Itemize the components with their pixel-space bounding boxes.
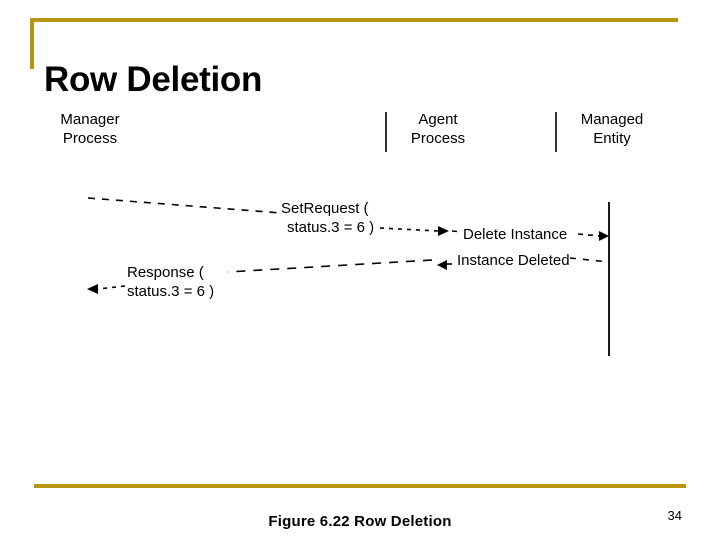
accent-top-rule bbox=[30, 18, 678, 22]
arrowhead-response bbox=[87, 284, 98, 294]
message-label-setrequest-line2: status.3 = 6 ) bbox=[287, 219, 375, 236]
message-line-instance-deleted-right bbox=[569, 257, 610, 263]
column-header-agent-line1: Agent bbox=[418, 111, 458, 128]
column-header-agent: Agent Process bbox=[378, 110, 498, 148]
column-header-manager-line1: Manager bbox=[60, 111, 120, 128]
message-label-response: Response ( status.3 = 6 ) bbox=[127, 263, 214, 301]
column-header-managed-entity: Managed Entity bbox=[552, 110, 672, 148]
page-title: Row Deletion bbox=[44, 60, 263, 99]
message-label-setrequest-line1: SetRequest ( bbox=[281, 200, 369, 217]
message-label-setrequest: SetRequest ( status.3 = 6 ) bbox=[281, 199, 374, 237]
accent-bottom-rule bbox=[34, 484, 686, 488]
diagram-canvas bbox=[87, 112, 610, 356]
message-label-delete-instance: Delete Instance bbox=[463, 226, 568, 243]
message-label-instance-deleted: Instance Deleted bbox=[457, 252, 570, 269]
column-header-manager-line2: Process bbox=[62, 130, 118, 147]
message-line-response-right bbox=[227, 259, 433, 273]
arrowhead-setrequest bbox=[438, 226, 449, 236]
message-line-delete-instance-b bbox=[577, 233, 601, 237]
accent-left-rule bbox=[30, 18, 34, 69]
page-number: 34 bbox=[667, 508, 682, 523]
column-header-managed-entity-line2: Entity bbox=[593, 130, 631, 147]
arrowhead-delete-instance bbox=[599, 231, 609, 241]
column-header-manager: Manager Process bbox=[30, 110, 150, 148]
column-header-agent-line2: Process bbox=[410, 130, 466, 147]
message-line-setrequest-right bbox=[379, 227, 439, 232]
figure-caption: Figure 6.22 Row Deletion bbox=[268, 513, 452, 530]
column-header-managed-entity-line1: Managed bbox=[580, 111, 644, 128]
message-line-setrequest-left bbox=[87, 197, 282, 214]
message-label-response-line1: Response ( bbox=[127, 264, 204, 281]
message-line-delete-instance-a bbox=[451, 230, 463, 233]
message-label-response-line2: status.3 = 6 ) bbox=[127, 283, 215, 300]
arrowhead-instance-deleted bbox=[437, 260, 447, 270]
message-line-response-left bbox=[97, 285, 126, 290]
sequence-diagram: Manager Process Agent Process Managed En… bbox=[0, 100, 720, 530]
